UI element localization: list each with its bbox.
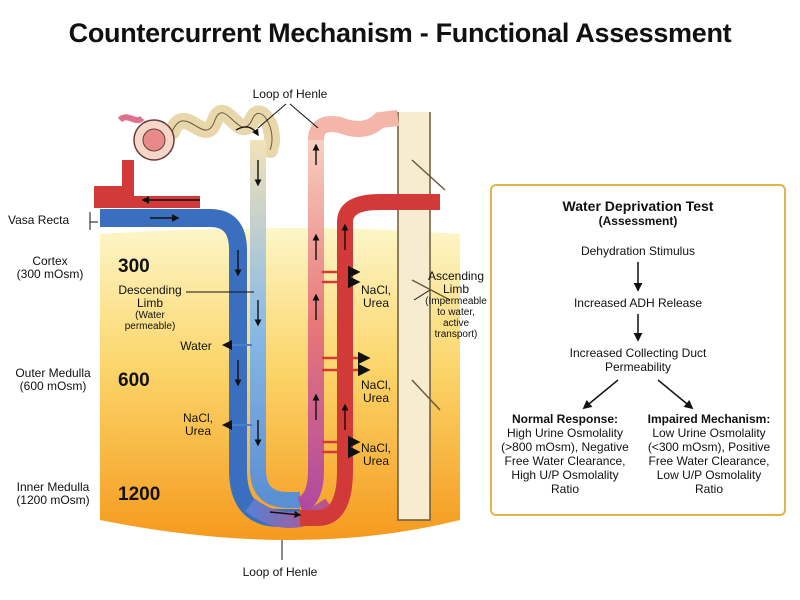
vasa-recta-label: Vasa Recta [8, 213, 70, 227]
descending-limb-name: Descending Limb [118, 283, 182, 310]
nacl-urea-label-2: NaCl, Urea [360, 378, 391, 405]
osm-300: 300 [118, 256, 150, 277]
osm-1200: 1200 [118, 484, 161, 505]
transport-arrows [322, 265, 371, 459]
cortex-osm: (300 mOsm) [16, 267, 84, 281]
ascending-limb-note: (Impermeable to water, active transport) [425, 296, 487, 340]
ascending-limb [296, 140, 324, 513]
outer-medulla-osm: (600 mOsm) [19, 379, 87, 393]
impaired-mechanism: Impaired Mechanism: Low Urine Osmolality… [644, 412, 774, 496]
cortex-label: Cortex (300 mOsm) [10, 255, 90, 281]
outer-medulla-name: Outer Medulla [15, 366, 91, 380]
red-vessel [300, 194, 440, 526]
ascending-limb-label: Ascending Limb (Impermeable to water, ac… [424, 269, 488, 341]
normal-response-title: Normal Response: [511, 412, 619, 426]
inner-medulla-label: Inner Medulla (1200 mOsm) [8, 481, 98, 507]
medulla-gradient [100, 228, 460, 540]
descending-limb-label: Descending Limb (Water permeable) [112, 283, 188, 333]
impaired-mechanism-text: Low Urine Osmolality (<300 mOsm), Positi… [647, 426, 771, 496]
vasa-recta-arteriole [94, 160, 200, 208]
panel-title: Water Deprivation Test [562, 198, 714, 214]
normal-response-text: High Urine Osmolality (>800 mOsm), Negat… [501, 426, 629, 496]
water-deprivation-panel: Water Deprivation Test (Assessment) Dehy… [490, 184, 786, 516]
panel-flow-arrows [582, 262, 694, 410]
nacl-urea-label-1: NaCl, Urea [360, 283, 391, 310]
inner-medulla-osm: (1200 mOsm) [16, 493, 90, 507]
outer-medulla-label: Outer Medulla (600 mOsm) [8, 367, 98, 393]
cortex-name: Cortex [32, 254, 68, 268]
nacl-urea-left-label: NaCl, Urea [182, 411, 213, 438]
nacl-urea-label-3: NaCl, Urea [360, 441, 391, 468]
normal-response: Normal Response: High Urine Osmolality (… [500, 412, 630, 496]
step-dehydration: Dehydration Stimulus [580, 244, 696, 258]
ascending-limb-name: Ascending Limb [427, 269, 485, 296]
inner-medulla-name: Inner Medulla [16, 480, 90, 494]
step-adh-release: Increased ADH Release [573, 296, 703, 310]
page-title: Countercurrent Mechanism - Functional As… [68, 18, 732, 48]
panel-subtitle: (Assessment) [598, 214, 678, 228]
glomerulus [117, 114, 175, 161]
osm-600: 600 [118, 370, 150, 391]
descending-limb-note: (Water permeable) [124, 310, 176, 332]
flow-arrows [234, 126, 349, 518]
water-label: Water [180, 339, 212, 353]
loop-of-henle-bottom-label: Loop of Henle [242, 565, 318, 579]
loop-of-henle-top-label: Loop of Henle [252, 87, 328, 101]
collecting-duct [397, 112, 451, 521]
descending-limb [250, 140, 300, 508]
water-arrows [222, 340, 252, 430]
step-duct-permeability: Increased Collecting Duct Permeability [569, 346, 707, 374]
impaired-mechanism-title: Impaired Mechanism: [647, 412, 771, 426]
